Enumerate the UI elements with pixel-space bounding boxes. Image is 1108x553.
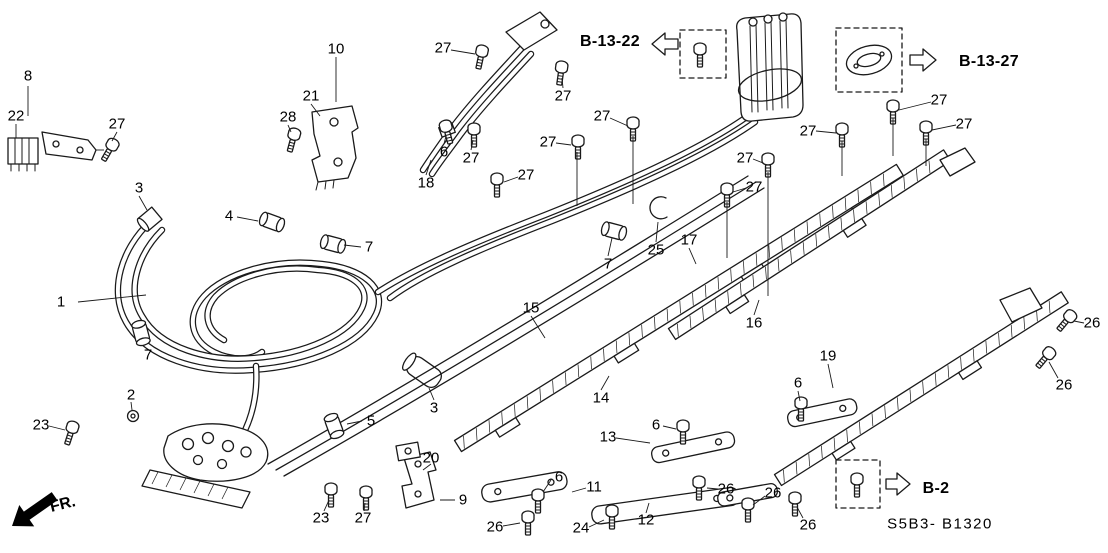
dashed-callout-box (835, 459, 881, 509)
stay-plate-13 (650, 431, 736, 464)
bolt-icon (490, 172, 504, 198)
bolt-icon (467, 122, 481, 148)
rail-part-b2 (773, 291, 1069, 487)
bracket-21 (311, 105, 359, 191)
bolt-icon (1032, 344, 1059, 372)
fuel-hose-loop (114, 206, 442, 440)
bolt-icon (359, 485, 373, 511)
pipe-clamp-icon (257, 210, 287, 234)
bolt-icon (521, 510, 535, 536)
connector-22 (7, 137, 39, 172)
hose-fitting (136, 206, 163, 232)
bolt-icon (324, 482, 338, 508)
bracket-20 (395, 441, 421, 462)
rail-part-16 (667, 149, 952, 341)
dashed-callout-box (835, 27, 903, 93)
leader-lines (15, 49, 1085, 528)
grommet-icon (845, 44, 893, 76)
bolt-icon (571, 134, 585, 160)
bracket-8 (41, 131, 104, 161)
rail-end-bracket (999, 287, 1043, 323)
fuel-pipes-mid (374, 112, 759, 302)
bolt-icon (283, 126, 303, 154)
dashed-callout-box (679, 29, 727, 79)
pipe-clamp-icon (318, 233, 348, 255)
pipe-joint-cluster (141, 423, 269, 509)
bolt-icon (60, 419, 81, 447)
ring-2-icon (126, 409, 140, 423)
pipe-bundle (736, 12, 804, 122)
c-clip-25-icon (649, 196, 668, 220)
bolt-icon (471, 43, 490, 71)
bolt-icon (850, 472, 864, 498)
pipe-clamp-icon (322, 411, 346, 441)
bracket-9 (401, 451, 437, 509)
pipe-assembly-18 (419, 11, 558, 178)
pipe-clamp-icon (599, 220, 629, 242)
bolt-icon (552, 59, 570, 87)
rail-end-bracket (939, 147, 976, 177)
bolt-icon (693, 42, 707, 68)
part-code: S5B3- B1320 (887, 515, 993, 533)
fr-arrow-icon (12, 492, 58, 527)
hose-elbow (401, 352, 442, 389)
stay-plate-11 (481, 471, 568, 503)
bolt-icon (788, 491, 802, 517)
bolt-icon (741, 497, 755, 523)
section-arrow-left-icon (651, 32, 679, 56)
section-arrow-right-icon (909, 48, 937, 72)
bolt-icon (531, 488, 545, 514)
section-arrow-right-icon (885, 472, 911, 496)
